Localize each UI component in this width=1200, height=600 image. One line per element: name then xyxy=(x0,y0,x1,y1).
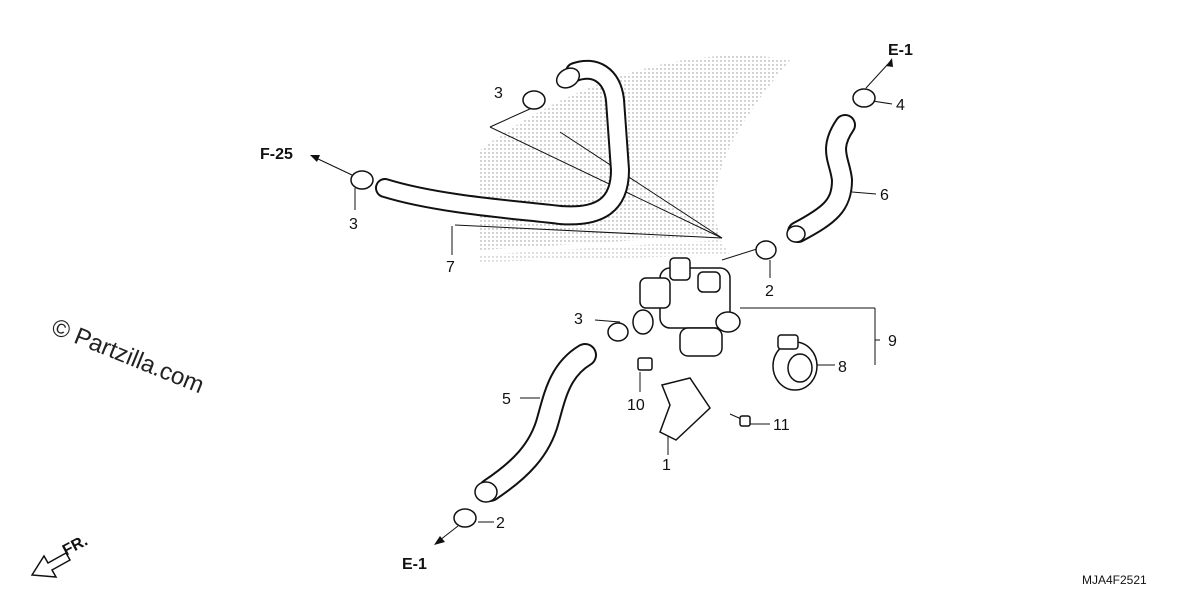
callout-6: 6 xyxy=(880,187,889,204)
clip-2-upper xyxy=(755,240,777,260)
bracket-1 xyxy=(659,377,711,441)
callout-9: 9 xyxy=(888,333,897,350)
callout-3-top: 3 xyxy=(494,85,503,102)
hose-6 xyxy=(786,114,856,243)
leader-lines xyxy=(354,99,893,523)
callout-1: 1 xyxy=(662,457,671,474)
clip-3-top xyxy=(522,90,546,110)
diagram-code: MJA4F2521 xyxy=(1082,573,1147,587)
callout-3-mid: 3 xyxy=(574,311,583,328)
reference-f25: F-25 xyxy=(260,146,293,163)
callout-3-left: 3 xyxy=(349,216,358,233)
clip-3-left xyxy=(350,170,374,190)
air-injection-valve xyxy=(632,257,741,357)
reference-e1-bottom: E-1 xyxy=(402,556,427,573)
callout-8: 8 xyxy=(838,359,847,376)
arrow-e1-top xyxy=(865,58,893,89)
clip-4 xyxy=(852,88,876,108)
watermark: © Partzilla.com xyxy=(48,314,208,400)
callout-2-lower: 2 xyxy=(496,515,505,532)
front-arrow-icon xyxy=(30,551,72,578)
arrow-f25 xyxy=(310,155,353,176)
bolt-10 xyxy=(637,357,653,371)
callout-2-upper: 2 xyxy=(765,283,774,300)
hose-5 xyxy=(474,343,597,503)
callout-5: 5 xyxy=(502,391,511,408)
arrow-e1-bottom xyxy=(434,525,459,545)
callout-11: 11 xyxy=(773,417,790,434)
band-clamp-8 xyxy=(772,334,818,391)
clip-3-mid xyxy=(607,322,629,342)
clip-2-lower xyxy=(453,508,477,528)
callout-10: 10 xyxy=(627,397,645,414)
screw-11 xyxy=(729,413,751,427)
callout-4: 4 xyxy=(896,97,905,114)
background-logo-shading xyxy=(480,55,790,262)
hose-7 xyxy=(375,59,630,226)
reference-e1-top: E-1 xyxy=(888,42,913,59)
callout-7: 7 xyxy=(446,259,455,276)
